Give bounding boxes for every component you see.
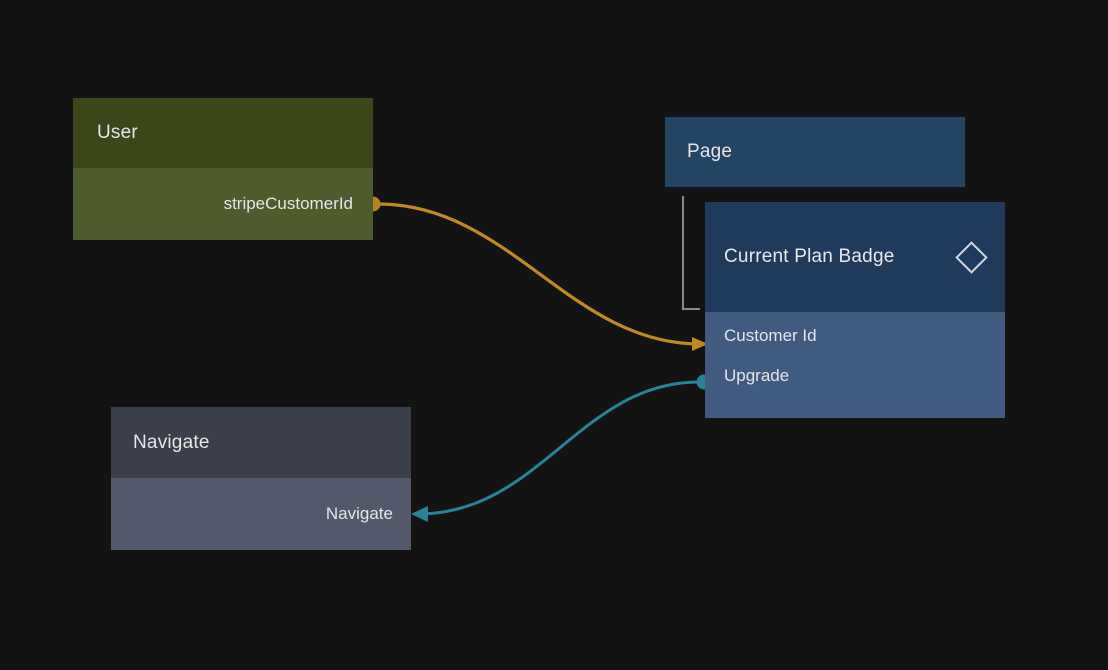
edge-path	[417, 380, 700, 516]
node-navigate-row-navigate[interactable]: Navigate	[325, 504, 393, 523]
edge-upgrade-to-navigate[interactable]	[411, 374, 712, 523]
edge-path	[377, 202, 701, 346]
edge-stripe-to-customer-id[interactable]	[365, 196, 709, 352]
page-hierarchy-bracket	[682, 196, 700, 310]
node-page[interactable]: Page	[665, 117, 965, 187]
node-user-title: User	[73, 98, 373, 168]
node-user-row-stripe-customer-id[interactable]: stripeCustomerId	[223, 194, 353, 213]
node-user-body: stripeCustomerId	[73, 168, 373, 240]
node-current-plan-badge-body: Customer Id Upgrade	[705, 312, 1005, 418]
node-navigate-body: Navigate	[111, 478, 411, 550]
node-row-upgrade[interactable]: Upgrade	[724, 366, 790, 385]
node-navigate[interactable]: Navigate Navigate	[111, 407, 411, 550]
node-navigate-title: Navigate	[111, 407, 411, 478]
node-page-title: Page	[665, 117, 965, 187]
node-row-customer-id[interactable]: Customer Id	[724, 326, 817, 345]
node-current-plan-badge[interactable]: Current Plan Badge Customer Id Upgrade	[705, 202, 1005, 418]
node-user[interactable]: User stripeCustomerId	[73, 98, 373, 240]
node-current-plan-badge-title: Current Plan Badge	[724, 246, 895, 267]
node-current-plan-badge-header: Current Plan Badge	[705, 202, 1005, 312]
diamond-icon	[955, 240, 988, 274]
edge-target-arrowhead	[411, 506, 428, 522]
